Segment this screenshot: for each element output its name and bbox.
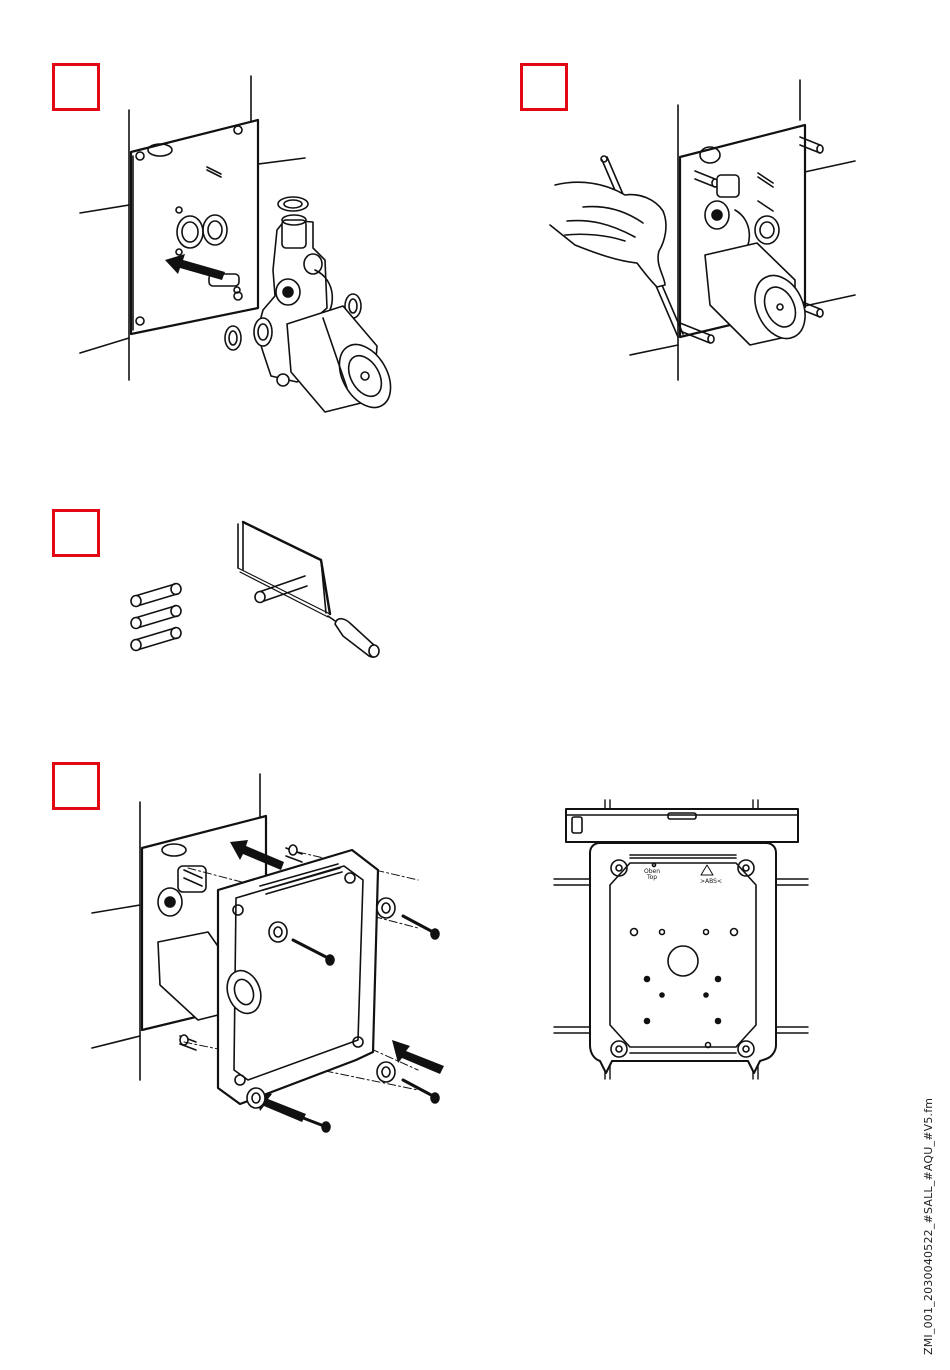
mounting-plate [590,843,776,1073]
screw [403,1080,439,1103]
pipe-piece [131,628,181,651]
label-top: Top [647,874,657,881]
screw [403,916,439,939]
figure-5-level-check [550,795,810,1085]
plate-label-oben: Oben Top [644,869,660,881]
plate-label-mark: >ABS< [700,879,722,885]
step-number [55,512,97,554]
spirit-level [566,809,798,842]
figure-4-attach-plate [88,770,448,1145]
figure-1-insert-valve [75,70,405,420]
arrow-icon [392,1040,444,1074]
figure-3-cut-pipes [125,520,385,665]
document-code: ZMI_001_2030040522_#SALL_#AQU_#V5.fm [922,1098,935,1355]
install-box [131,120,258,334]
pipe-piece [131,584,181,607]
step-box-3 [52,509,100,557]
label-abs: >ABS< [700,878,722,885]
pipe-piece [131,606,181,629]
figure-2-mark-pipes [545,75,865,390]
